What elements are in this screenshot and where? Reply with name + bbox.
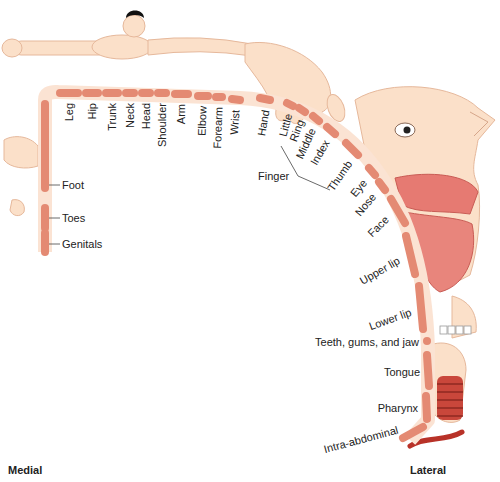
part-label: Hand xyxy=(255,109,272,137)
part-label: Arm xyxy=(175,104,188,124)
head-bar xyxy=(142,89,150,97)
part-label: Hip xyxy=(86,103,99,120)
part-label: Forearm xyxy=(211,107,225,149)
upper-lip-bar xyxy=(406,236,415,274)
tongue-bar xyxy=(427,355,429,386)
elbow-bar xyxy=(198,92,208,100)
part-label: Genitals xyxy=(62,238,102,251)
cortex-strip xyxy=(45,92,428,440)
genitals-bar xyxy=(41,233,49,252)
tooth xyxy=(456,326,463,334)
foot-shape xyxy=(2,39,22,57)
left-foot-shape xyxy=(4,137,38,168)
wrist-bar xyxy=(232,99,240,100)
little-bar xyxy=(287,103,293,106)
pupil-shape xyxy=(404,127,411,134)
forearm-bar xyxy=(216,93,222,101)
toes-leader xyxy=(49,218,60,219)
genitals-leader xyxy=(49,244,60,245)
leader-lines xyxy=(49,146,330,244)
nose-bar xyxy=(379,182,385,190)
part-label: Tongue xyxy=(384,366,420,379)
part-label: Intra-abdominal xyxy=(322,424,399,456)
leg-bar xyxy=(60,89,78,97)
tooth xyxy=(464,326,471,334)
part-label: Leg xyxy=(63,103,76,121)
jaw-shape xyxy=(452,296,476,338)
intra-abdominal-bar xyxy=(403,427,423,438)
tongue-shape xyxy=(430,343,466,422)
pharynx-shape xyxy=(437,376,463,420)
hip-bar xyxy=(86,89,98,97)
part-label: Trunk xyxy=(106,103,119,131)
part-label: Teeth, gums, and jaw xyxy=(315,336,419,349)
tooth xyxy=(448,326,455,334)
part-label: Shoulder xyxy=(156,103,169,147)
part-label: Elbow xyxy=(195,106,209,136)
trunk-shape xyxy=(92,35,152,59)
teeth-bar xyxy=(423,337,431,345)
arm-shape xyxy=(148,38,252,56)
thumb-bar xyxy=(346,143,358,155)
pharynx-fill xyxy=(437,376,463,420)
part-label: Pharynx xyxy=(378,402,418,415)
face-bar xyxy=(391,199,405,223)
part-label: Head xyxy=(140,103,153,129)
middle-bar xyxy=(313,116,319,121)
lower-lip-bar xyxy=(419,286,423,329)
ring-bar xyxy=(299,108,305,112)
nose-line xyxy=(470,112,488,136)
part-label: Wrist xyxy=(228,110,243,136)
hand-bar xyxy=(260,98,270,100)
index-bar xyxy=(327,127,335,134)
part-label: Upper lip xyxy=(358,254,403,287)
arm-bar xyxy=(175,90,188,98)
part-label: Medial xyxy=(8,464,42,477)
foot-leader xyxy=(49,185,60,186)
eye-shape xyxy=(395,123,415,137)
trunk-bar xyxy=(106,89,118,97)
tooth xyxy=(440,326,447,334)
part-label: Lower lip xyxy=(367,306,413,333)
part-label: Lateral xyxy=(410,464,446,477)
cortex-bars xyxy=(45,93,429,438)
hair-shape xyxy=(126,11,144,19)
upper-lip-shape xyxy=(395,174,478,214)
foot-bar xyxy=(41,104,49,188)
shoulder-bar xyxy=(158,89,166,97)
teeth-shape xyxy=(440,326,471,334)
part-label: Finger xyxy=(258,170,289,183)
toes-bar xyxy=(41,208,49,228)
head-shape xyxy=(123,15,145,37)
pharynx-bar xyxy=(426,396,427,419)
neck-bar xyxy=(126,89,134,97)
part-label: Neck xyxy=(124,103,137,128)
eye-bar xyxy=(369,168,375,175)
part-label: Toes xyxy=(62,212,85,225)
part-label: Foot xyxy=(62,179,84,192)
genitals-shape xyxy=(10,200,24,216)
part-label: Face xyxy=(365,213,391,239)
pharynx-stripes xyxy=(437,384,463,416)
